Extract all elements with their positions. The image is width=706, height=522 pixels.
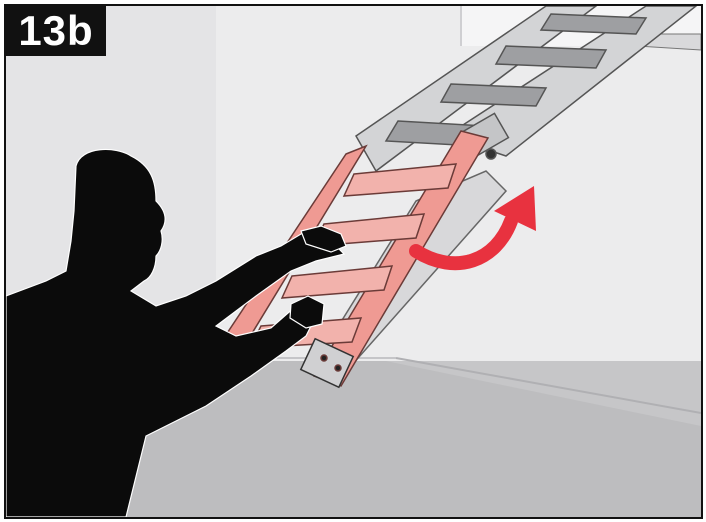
- illustration-frame: 13b: [4, 4, 703, 519]
- step-number-badge: 13b: [6, 6, 106, 56]
- instruction-scene: [6, 6, 701, 517]
